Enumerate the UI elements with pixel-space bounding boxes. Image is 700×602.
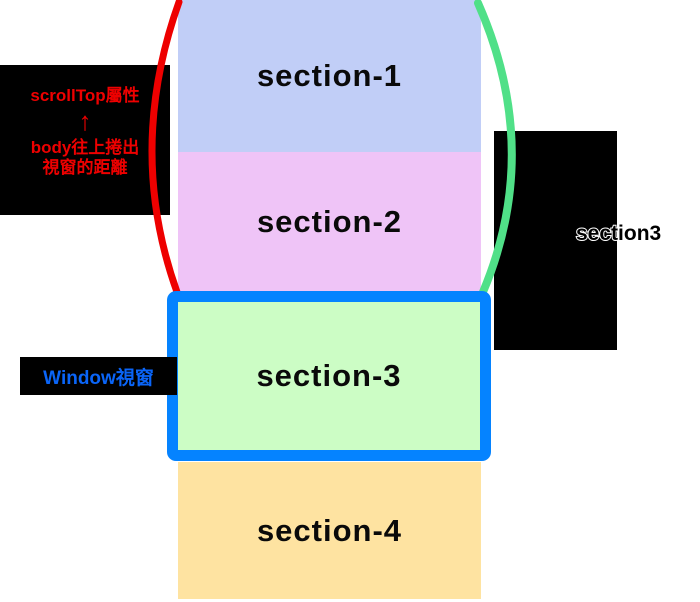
section-1-block: section-1 <box>178 0 481 152</box>
scrolltop-title: scrollTop屬性 <box>30 86 140 105</box>
section-1-label: section-1 <box>256 58 403 93</box>
scrolltop-desc-line2: 視窗的距離 <box>42 158 128 177</box>
window-label-box: Window視窗 <box>20 357 177 395</box>
right-annotation-label: section3 <box>575 221 662 246</box>
section-3-label: section-3 <box>256 358 402 393</box>
scrolltop-desc-line1: body往上捲出 <box>30 138 140 157</box>
section-2-label: section-2 <box>256 204 403 239</box>
section-2-block: section-2 <box>178 152 481 292</box>
up-arrow-icon: ↑ <box>78 106 92 136</box>
window-label: Window視窗 <box>43 367 154 389</box>
window-viewport: section-3 <box>167 291 491 461</box>
section-4-label: section-4 <box>256 512 403 548</box>
scrolltop-annotation-box: scrollTop屬性 ↑ body往上捲出 視窗的距離 <box>0 65 170 215</box>
section-4-block: section-4 <box>178 462 481 599</box>
